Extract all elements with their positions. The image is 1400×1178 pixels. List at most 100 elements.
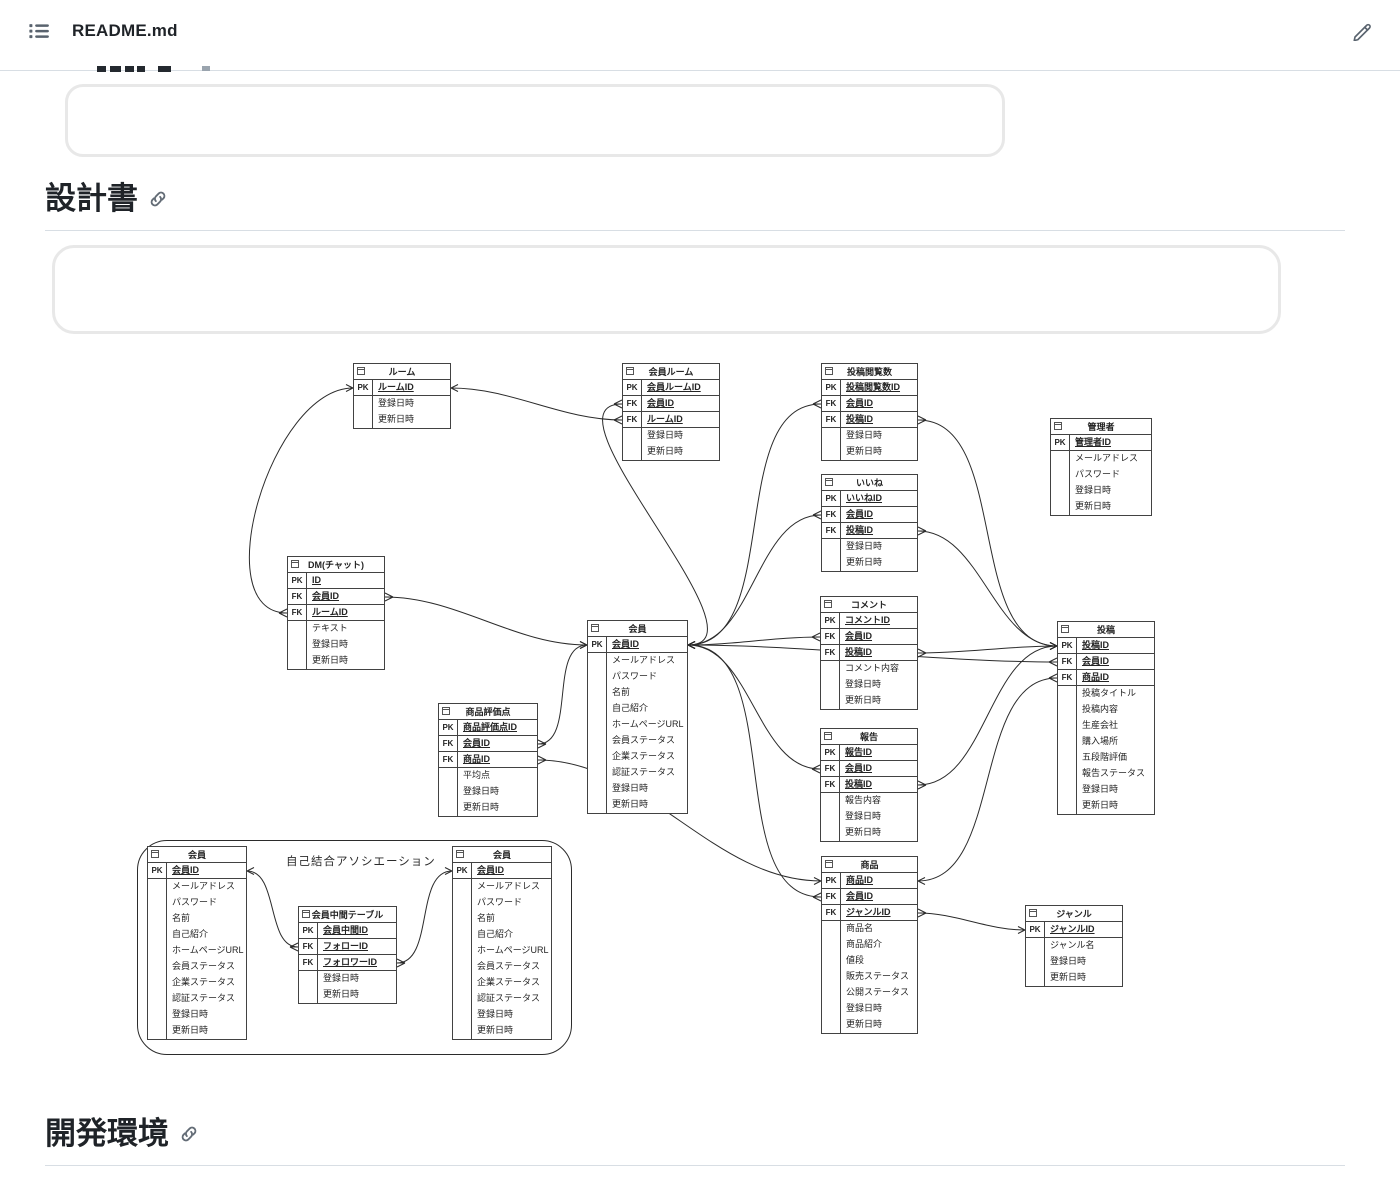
er-relationship <box>602 403 708 646</box>
field-cell: 投稿ID <box>845 647 873 657</box>
key-cell <box>588 685 607 701</box>
key-cell <box>588 669 607 685</box>
file-header: README.md <box>0 0 1400 62</box>
key-cell <box>148 1007 167 1023</box>
er-relationship <box>917 645 1058 786</box>
key-cell <box>354 412 373 428</box>
er-row: 登録日時 <box>1026 954 1122 970</box>
crows-foot-marker <box>1048 657 1058 667</box>
table-collapse-icon[interactable] <box>1061 625 1069 633</box>
er-relationship <box>917 530 1058 647</box>
table-title: 報告 <box>859 732 878 742</box>
key-cell <box>822 428 841 444</box>
key-cell: PK <box>1026 922 1045 937</box>
er-relationship <box>917 419 1058 647</box>
table-collapse-icon[interactable] <box>456 850 464 858</box>
field-cell: 企業ステータス <box>477 977 541 987</box>
table-collapse-icon[interactable] <box>1029 909 1037 917</box>
key-cell <box>148 927 167 943</box>
field-cell: 投稿ID <box>846 414 874 424</box>
key-cell <box>822 921 841 937</box>
table-collapse-icon[interactable] <box>825 478 833 486</box>
er-row: 認証ステータス <box>453 991 551 1007</box>
field-cell: 会員ステータス <box>477 961 541 971</box>
crows-foot-marker <box>812 892 822 902</box>
key-cell <box>1051 467 1070 483</box>
field-cell: 自己紹介 <box>172 929 209 939</box>
crows-foot-marker <box>384 592 394 602</box>
key-cell <box>821 693 840 709</box>
table-collapse-icon[interactable] <box>291 560 299 568</box>
table-collapse-icon[interactable] <box>151 850 159 858</box>
er-row: 商品紹介 <box>822 937 917 953</box>
key-cell <box>453 975 472 991</box>
key-cell <box>822 1001 841 1017</box>
table-collapse-icon[interactable] <box>825 860 833 868</box>
key-cell <box>1058 702 1077 718</box>
table-collapse-icon[interactable] <box>357 367 365 375</box>
er-row: 登録日時 <box>288 637 384 653</box>
er-row: 値段 <box>822 953 917 969</box>
key-cell <box>453 959 472 975</box>
field-cell: 投稿ID <box>1082 640 1110 650</box>
anchor-link-icon[interactable] <box>148 189 168 209</box>
table-collapse-icon[interactable] <box>824 600 832 608</box>
field-cell: 商品ID <box>846 875 874 885</box>
field-cell: 生産会社 <box>1082 720 1119 730</box>
field-cell: 購入場所 <box>1082 736 1119 746</box>
table-collapse-icon[interactable] <box>824 732 832 740</box>
key-cell <box>453 943 472 959</box>
er-row: 企業ステータス <box>588 749 687 765</box>
table-collapse-icon[interactable] <box>442 707 450 715</box>
table-collapse-icon[interactable] <box>302 910 310 918</box>
outline-list-icon[interactable] <box>26 18 52 44</box>
er-row: 更新日時 <box>822 1017 917 1033</box>
field-cell: 登録日時 <box>846 1003 883 1013</box>
key-cell <box>1058 686 1077 702</box>
field-cell: ルームID <box>647 414 683 424</box>
anchor-link-icon[interactable] <box>179 1124 199 1144</box>
field-cell: 商品評価点ID <box>463 722 518 732</box>
table-collapse-icon[interactable] <box>591 624 599 632</box>
field-cell: 登録日時 <box>378 398 415 408</box>
table-collapse-icon[interactable] <box>626 367 634 375</box>
design-heading-text: 設計書 <box>45 181 138 216</box>
key-cell <box>453 927 472 943</box>
pencil-icon[interactable] <box>1348 18 1374 44</box>
key-cell: FK <box>1058 670 1077 685</box>
key-cell: PK <box>822 491 841 506</box>
table-collapse-icon[interactable] <box>825 367 833 375</box>
field-cell: ホームページURL <box>612 719 684 729</box>
er-row: ホームページURL <box>148 943 246 959</box>
key-cell <box>588 653 607 669</box>
crows-foot-marker <box>917 648 927 658</box>
table-collapse-icon[interactable] <box>1054 422 1062 430</box>
field-cell: パスワード <box>172 897 218 907</box>
table-title: ジャンル <box>1056 909 1092 919</box>
key-cell: FK <box>822 905 841 920</box>
field-cell: 登録日時 <box>845 811 882 821</box>
